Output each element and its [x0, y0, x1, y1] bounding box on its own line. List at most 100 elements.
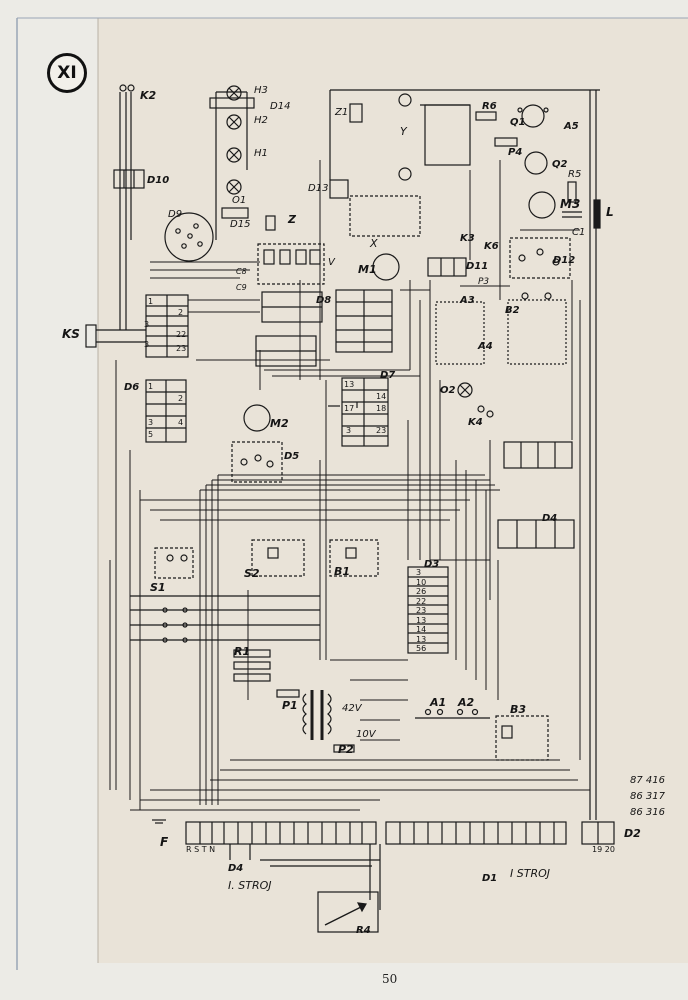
- label-h2: H2: [254, 115, 268, 126]
- label-k4: K4: [468, 417, 483, 428]
- label-a1: A1: [430, 696, 447, 709]
- ammeter-q1: [521, 104, 545, 128]
- k2-contact: [119, 84, 127, 92]
- label-b1: B1: [334, 565, 351, 578]
- label-d2-terminals: 19 20: [592, 845, 615, 854]
- label-c1: C1: [572, 227, 586, 238]
- label-p4: P4: [508, 147, 523, 158]
- r4-potentiometer: [317, 891, 379, 933]
- d6-terminal: 5: [148, 430, 154, 439]
- label-d1: D1: [482, 873, 498, 884]
- plate-number-badge: XI: [47, 53, 87, 93]
- label-l: L: [606, 205, 614, 219]
- b1-relay-box: [329, 539, 379, 577]
- label-a5: A5: [564, 121, 579, 132]
- d3-terminal: 26: [416, 587, 427, 596]
- y-block: [424, 104, 471, 166]
- code-2: 86 317: [630, 791, 665, 802]
- d12-box: [509, 237, 571, 279]
- d9-connector: [164, 212, 214, 262]
- label-d14: D14: [270, 101, 291, 112]
- label-c8: C8: [236, 267, 247, 276]
- label-x: X: [370, 237, 378, 250]
- label-o1: O1: [232, 195, 247, 206]
- label-k3: K3: [460, 233, 475, 244]
- lamp-o1: [226, 179, 242, 195]
- label-d5: D5: [284, 451, 300, 462]
- label-m1: M1: [358, 263, 377, 276]
- label-s1: S1: [150, 581, 166, 594]
- q2-meter: [524, 151, 548, 175]
- d6-terminal: 4: [178, 418, 184, 427]
- left-block-terminal: 3: [144, 320, 150, 329]
- label-stroj-2: I STROJ: [510, 867, 550, 880]
- d6-terminal: 2: [178, 394, 184, 403]
- d6-terminal: 1: [148, 382, 154, 391]
- label-v: V: [328, 257, 335, 268]
- label-r1: R1: [234, 645, 251, 658]
- d7-terminal: 23: [376, 426, 387, 435]
- label-d6: D6: [124, 382, 140, 393]
- label-d9: D9: [168, 209, 183, 220]
- label-d7: D7: [380, 370, 396, 381]
- s2-relay-box: [251, 539, 305, 577]
- label-d12: D12: [553, 255, 576, 266]
- label-d15: D15: [230, 219, 251, 230]
- label-stroj-1: I. STROJ: [228, 879, 272, 892]
- d7-terminal: 13: [344, 380, 355, 389]
- code-3: 86 316: [630, 807, 665, 818]
- label-b3: B3: [510, 703, 527, 716]
- label-q1: Q1: [510, 117, 526, 128]
- x-relay-box: [349, 195, 421, 237]
- label-a3: A3: [460, 295, 475, 306]
- label-r5: R5: [568, 169, 582, 180]
- d10-terminal-block: [113, 169, 145, 189]
- d3-terminal: 23: [416, 606, 427, 615]
- left-block-terminal: 2: [178, 308, 184, 317]
- label-p1: P1: [282, 699, 298, 712]
- d6-terminal: 3: [148, 418, 154, 427]
- label-rstn: R S T N: [186, 845, 216, 854]
- label-m3: M3: [560, 197, 581, 211]
- d13-terminal: [329, 179, 349, 199]
- label-h1: H1: [254, 148, 268, 159]
- label-b2: B2: [505, 305, 520, 316]
- label-d4-right: D4: [542, 513, 558, 524]
- label-m2: M2: [270, 417, 289, 430]
- d3-terminal: 14: [416, 625, 427, 634]
- transformer-secondary: [327, 693, 332, 735]
- code-1: 87 416: [630, 775, 665, 786]
- d7-terminal: 18: [376, 404, 387, 413]
- b2-contacts: [507, 299, 567, 365]
- d15-terminal: [221, 207, 249, 219]
- label-10v: 10V: [356, 729, 376, 740]
- lamp-h3: [226, 85, 242, 101]
- label-s2: S2: [244, 567, 260, 580]
- plate-number: XI: [57, 63, 77, 83]
- label-o2: O2: [440, 385, 456, 396]
- r6-resistor: [475, 111, 497, 121]
- motor-m1: [372, 253, 400, 281]
- motor-m3: [528, 191, 556, 219]
- d7-terminal: 3: [346, 426, 352, 435]
- l-inductor: [593, 199, 601, 229]
- d1-terminal-strip: [385, 821, 567, 845]
- v-relay-box: [257, 243, 325, 285]
- label-d11: D11: [466, 261, 489, 272]
- label-d13: D13: [308, 183, 329, 194]
- d3-terminal: 10: [416, 577, 427, 587]
- d3-terminal-labels: 3 10 26 22 23 13 14 13 56: [412, 569, 426, 655]
- motor-m2: [243, 404, 271, 432]
- d7-terminal: 17: [344, 404, 355, 413]
- d7-terminal-block: [341, 377, 389, 447]
- transformer-primary: [302, 693, 307, 735]
- d5-box: [231, 441, 283, 483]
- left-block-terminal: 23: [176, 344, 187, 353]
- d3-terminal: 3: [416, 568, 422, 577]
- d3-terminal-strip: [407, 566, 449, 654]
- label-z: Z: [288, 213, 296, 226]
- p2-resistor: [333, 744, 355, 753]
- d7-terminal: 14: [376, 392, 387, 401]
